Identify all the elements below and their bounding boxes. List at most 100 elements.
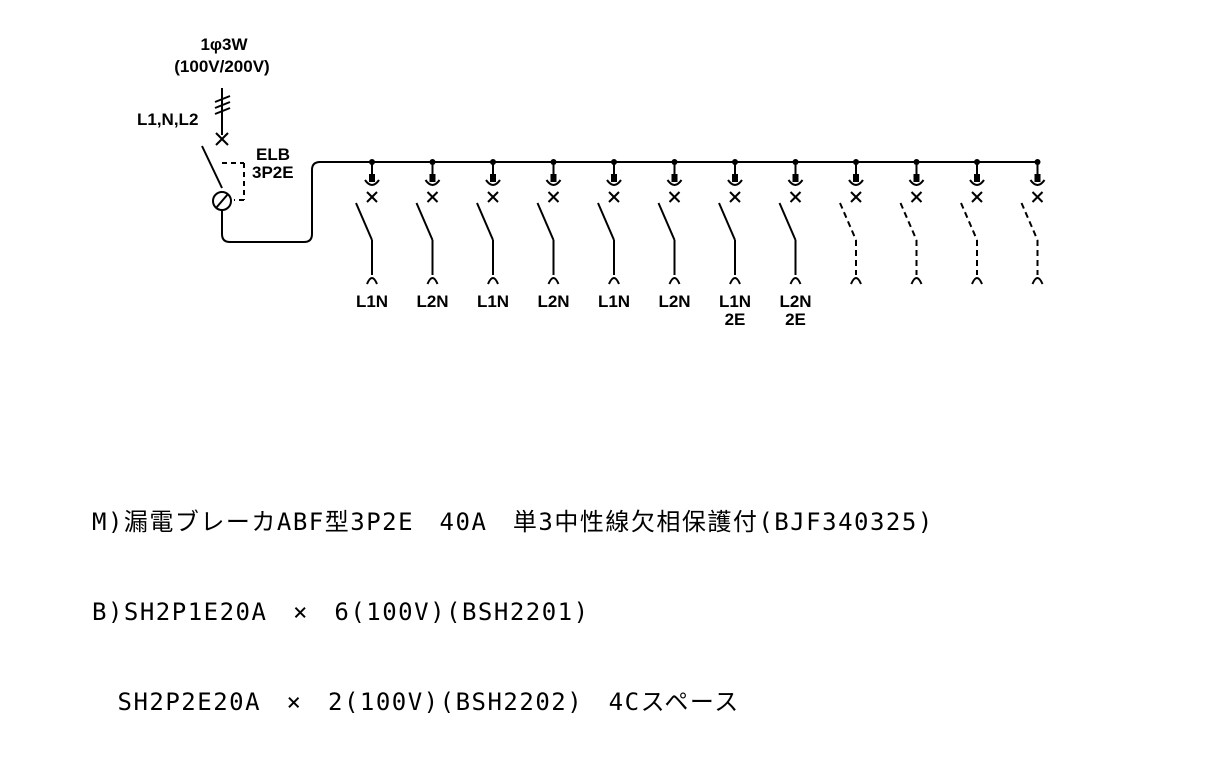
branch-switch-blade <box>476 202 494 241</box>
equipment-notes: M)漏電ブレーカABF型3P2E 40A 単3中性線欠相保護付(BJF34032… <box>92 447 1192 777</box>
branch-terminal-cup <box>424 179 441 186</box>
branch-terminal-cup <box>727 179 743 186</box>
branch-terminal-cup <box>787 179 804 186</box>
branch-load-arc <box>426 277 439 285</box>
branch-terminal-cup <box>364 179 380 186</box>
branch-circuit-3: L1N <box>476 159 509 311</box>
main-breaker-x-mark <box>215 132 229 146</box>
branch-circuit-4: L2N <box>536 159 570 311</box>
branch-circuit-label: L2N <box>779 292 811 311</box>
branch-circuit-2: L2N <box>415 159 449 311</box>
branch-circuit-earth-label: 2E <box>785 310 806 329</box>
branch-load-arc <box>910 277 923 285</box>
branch-circuit-label: L1N <box>598 292 630 311</box>
branch-load-arc <box>1031 277 1044 285</box>
branch-circuit-label: L1N <box>719 292 751 311</box>
branch-switch-blade <box>960 202 978 241</box>
branch-load-arc <box>850 277 862 285</box>
main-breaker-switch <box>201 145 223 189</box>
elb-detector-box <box>222 162 245 201</box>
note-branch-breakers-2: SH2P2E20A × 2(100V)(BSH2202) 4Cスペース <box>92 688 740 716</box>
branch-terminal <box>671 174 678 182</box>
branch-x-mark <box>668 191 681 203</box>
main-breaker-type-label: ELB <box>256 145 290 164</box>
branch-terminal-cup <box>1029 179 1046 186</box>
branch-circuit-earth-label: 2E <box>725 310 746 329</box>
branch-circuit-label: L2N <box>537 292 569 311</box>
branch-x-mark <box>1031 191 1044 203</box>
branch-terminal <box>913 174 920 182</box>
branch-circuit-label: L1N <box>356 292 388 311</box>
branch-x-mark <box>608 191 620 203</box>
branch-circuit-11 <box>960 159 985 285</box>
branch-switch-blade <box>355 202 373 241</box>
branch-terminal <box>732 174 738 182</box>
branch-x-mark <box>547 191 560 203</box>
branch-terminal-cup <box>666 179 683 186</box>
note-main-breaker: M)漏電ブレーカABF型3P2E 40A 単3中性線欠相保護付(BJF34032… <box>92 508 934 536</box>
main-breaker-poles-label: 3P2E <box>252 163 294 182</box>
branch-terminal <box>792 174 799 182</box>
branch-load-arc <box>487 277 499 285</box>
single-line-diagram: 1φ3W (100V/200V) L1,N,L2 ELB 3P2E <box>92 35 1046 716</box>
branch-terminal <box>429 174 436 182</box>
branch-x-mark <box>850 191 862 203</box>
branch-circuit-label: L2N <box>416 292 448 311</box>
branch-x-mark <box>729 191 741 203</box>
branch-switch-blade <box>415 202 434 241</box>
incoming-feeder <box>214 88 231 135</box>
branch-switch-blade <box>778 202 797 241</box>
branch-circuit-10 <box>899 159 925 285</box>
branch-switch-blade <box>718 202 736 241</box>
branch-terminal <box>369 174 375 182</box>
branch-x-mark <box>789 191 802 203</box>
branch-circuit-12 <box>1020 159 1046 285</box>
branch-x-mark <box>426 191 439 203</box>
branch-circuit-1: L1N <box>355 159 388 311</box>
branch-terminal <box>490 174 496 182</box>
branch-terminal <box>611 174 617 182</box>
branch-switch-blade <box>597 202 615 241</box>
branch-load-arc <box>366 277 378 285</box>
supply-conductors-label: L1,N,L2 <box>137 110 198 129</box>
branch-x-mark <box>366 191 378 203</box>
supply-phase-label: 1φ3W <box>200 35 248 54</box>
zct-circle <box>212 191 232 211</box>
branch-terminal-cup <box>848 179 864 186</box>
branch-switch-blade <box>839 202 857 241</box>
branch-switch-blade <box>899 202 918 241</box>
branch-switch-blade <box>657 202 676 241</box>
branch-circuit-label: L2N <box>658 292 690 311</box>
branch-circuit-label: L1N <box>477 292 509 311</box>
branch-load-arc <box>668 277 681 285</box>
branch-load-arc <box>729 277 741 285</box>
branch-x-mark <box>487 191 499 203</box>
branch-circuit-5: L1N <box>597 159 630 311</box>
branch-terminal <box>853 174 859 182</box>
branch-load-arc <box>608 277 620 285</box>
branch-x-mark <box>971 191 983 203</box>
branch-circuit-6: L2N <box>657 159 691 311</box>
branch-load-arc <box>547 277 560 285</box>
branch-circuit-9 <box>839 159 864 285</box>
branch-terminal <box>1034 174 1041 182</box>
branch-switch-blade <box>536 202 555 241</box>
branch-terminal-cup <box>485 179 501 186</box>
wiring-diagram: 1φ3W (100V/200V) L1,N,L2 ELB 3P2E <box>137 35 1046 329</box>
branch-terminal-cup <box>545 179 562 186</box>
branch-terminal <box>550 174 557 182</box>
note-branch-breakers-1: B)SH2P1E20A × 6(100V)(BSH2201) <box>92 598 590 626</box>
branch-switch-blade <box>1020 202 1039 241</box>
branch-terminal-cup <box>969 179 985 186</box>
main-to-busbar-conductor <box>221 161 1036 243</box>
branch-load-arc <box>971 277 983 285</box>
branch-terminal-cup <box>606 179 622 186</box>
supply-voltage-label: (100V/200V) <box>174 57 269 76</box>
branch-x-mark <box>910 191 923 203</box>
branch-terminal-cup <box>908 179 925 186</box>
branch-load-arc <box>789 277 802 285</box>
branch-terminal <box>974 174 980 182</box>
